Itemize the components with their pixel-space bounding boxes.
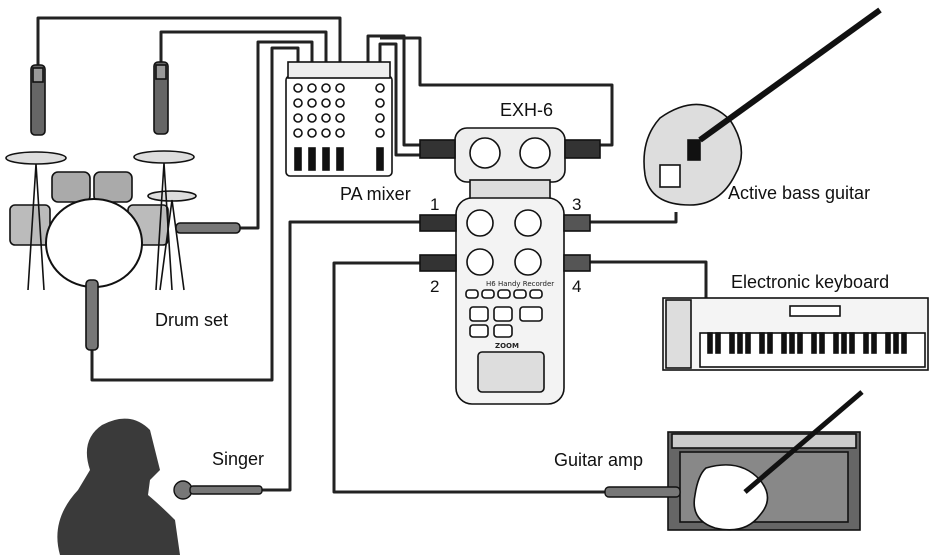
keyboard-black-keys (707, 332, 907, 354)
overhead-mic-right (153, 61, 169, 135)
label-exh6: EXH-6 (500, 100, 554, 120)
input-number-4: 4 (572, 277, 582, 296)
label-active-bass-guitar: Active bass guitar (728, 183, 871, 203)
snare-mic (175, 222, 241, 234)
drum-set (5, 61, 241, 351)
input-number-1: 1 (430, 195, 440, 214)
input-number-2: 2 (430, 277, 440, 296)
guitar-amp (667, 390, 864, 531)
knob-1 (466, 209, 494, 237)
singer-silhouette (57, 418, 180, 555)
cable-input-3 (590, 212, 678, 224)
cable-singer (262, 220, 420, 492)
cable-mixer-out-a (366, 34, 420, 147)
kick-drum (45, 198, 143, 288)
recorder-model: H6 (486, 280, 496, 288)
cymbal-left (5, 151, 67, 165)
side-drum (9, 204, 51, 246)
overhead-mic-left (30, 64, 46, 136)
input-number-3: 3 (572, 195, 582, 214)
cable-input-4 (590, 260, 708, 298)
tom-left (51, 171, 91, 203)
knob-4 (514, 248, 542, 276)
singer-mic (173, 480, 263, 500)
pa-mixer (285, 61, 393, 177)
exh6-capsule (419, 127, 601, 201)
cables (36, 16, 708, 494)
hihat (147, 190, 197, 202)
cable-kick-mic (90, 46, 300, 382)
h6-recorder: H6 Handy Recorder ZOOM (419, 197, 591, 405)
recorder-subtitle: Handy Recorder (498, 280, 554, 288)
cable-snare-mic (240, 40, 314, 230)
kick-mic (85, 279, 99, 351)
bass-guitar (643, 7, 882, 206)
cable-overhead-right (159, 30, 328, 70)
tom-right (93, 171, 133, 203)
label-pa-mixer: PA mixer (340, 184, 411, 204)
label-guitar-amp: Guitar amp (554, 450, 644, 470)
cable-overhead-left (36, 16, 342, 75)
label-drum-set: Drum set (155, 310, 229, 330)
knob-3 (466, 248, 494, 276)
label-electronic-keyboard: Electronic keyboard (731, 272, 890, 292)
cable-bass (380, 36, 614, 147)
guitar-amp-mic (604, 486, 681, 498)
recorder-screen (477, 351, 545, 393)
recorder-brand: ZOOM (495, 342, 519, 350)
cable-guitar-amp (332, 261, 605, 494)
electronic-keyboard (662, 297, 929, 371)
label-singer: Singer (212, 449, 265, 469)
cable-mixer-out-b (378, 42, 420, 157)
knob-2 (514, 209, 542, 237)
cymbal-right (133, 150, 195, 164)
